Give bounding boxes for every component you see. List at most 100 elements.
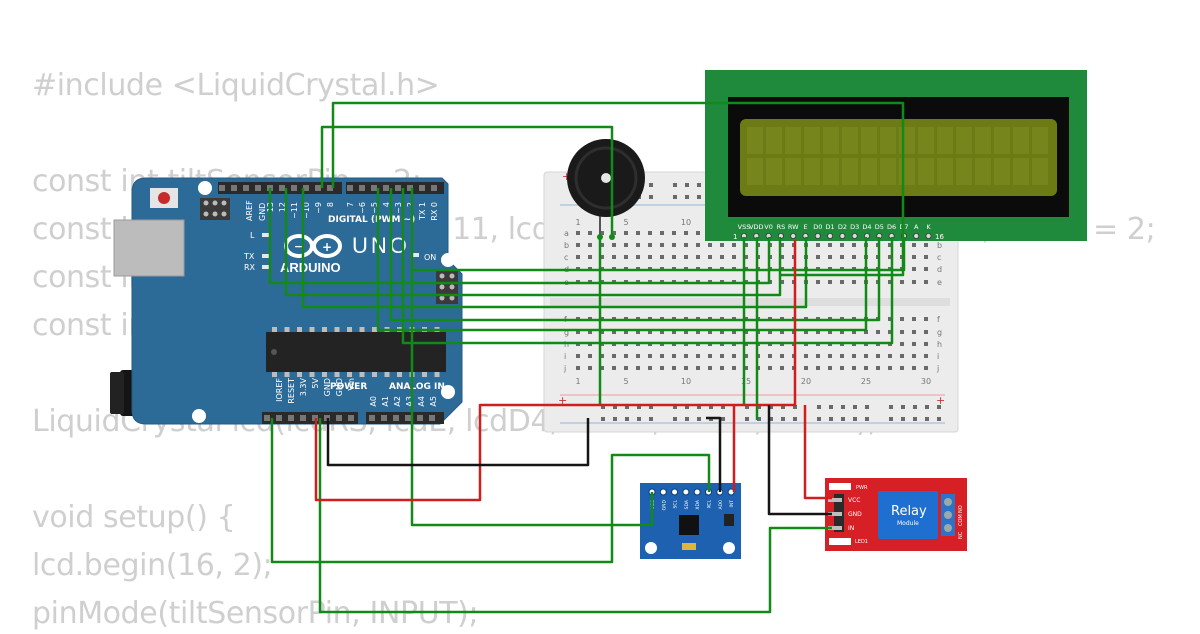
breadboard-hole xyxy=(648,354,652,358)
breadboard-hole xyxy=(600,330,604,334)
breadboard-hole xyxy=(600,243,604,247)
breadboard-hole xyxy=(696,231,700,235)
rail-hole xyxy=(865,417,869,421)
analog-pin-label: A5 xyxy=(429,396,438,407)
breadboard-hole xyxy=(588,255,592,259)
row-letter: a xyxy=(564,229,569,238)
header-hole xyxy=(291,185,297,191)
rail-hole xyxy=(913,405,917,409)
breadboard-hole xyxy=(888,366,892,370)
lcd-character-cells xyxy=(747,127,1048,185)
mpu-pin xyxy=(682,488,690,496)
chip-leg xyxy=(334,372,340,377)
lcd-cell xyxy=(937,127,953,154)
digital-pin-label: 4 xyxy=(382,202,391,207)
rail-hole xyxy=(745,405,749,409)
breadboard-hole xyxy=(588,231,592,235)
relay-pin-label: IN xyxy=(848,525,854,532)
breadboard-hole xyxy=(828,243,832,247)
breadboard-hole xyxy=(660,366,664,370)
col-number: 30 xyxy=(921,377,931,386)
header-hole xyxy=(419,185,425,191)
breadboard-hole xyxy=(684,354,688,358)
buzzer xyxy=(567,139,645,237)
relay-pin-label: VCC xyxy=(848,497,860,504)
chip-leg xyxy=(322,372,327,377)
lcd-pin xyxy=(827,232,834,239)
breadboard-hole xyxy=(600,231,604,235)
lcd-cell xyxy=(785,158,801,185)
lcd-cell xyxy=(804,127,820,154)
aref-label: AREF xyxy=(245,200,254,221)
mpu-pin xyxy=(659,488,667,496)
lcd-pin-label: D1 xyxy=(826,223,835,231)
relay-pwr-led xyxy=(829,483,851,490)
rail-hole xyxy=(601,417,605,421)
wire-pin13 xyxy=(268,188,771,285)
code-line: void setup() { xyxy=(32,500,236,535)
breadboard-hole xyxy=(696,243,700,247)
lcd-cell xyxy=(766,127,782,154)
lcd-cell xyxy=(956,158,972,185)
col-number: 1 xyxy=(575,377,580,386)
wire-pin9-buzzer xyxy=(320,125,614,237)
lcd-cell xyxy=(975,127,991,154)
breadboard-center-channel xyxy=(550,298,950,306)
rail-hole xyxy=(673,195,677,199)
rail-plus-bottom: + xyxy=(558,394,567,407)
breadboard-hole xyxy=(912,267,916,271)
breadboard-hole xyxy=(600,354,604,358)
digital-pin-label: ~3 xyxy=(394,202,403,214)
breadboard-hole xyxy=(684,243,688,247)
rail-hole xyxy=(697,417,701,421)
breadboard-hole xyxy=(732,354,736,358)
mpu-hole-2 xyxy=(723,542,735,554)
breadboard-hole xyxy=(732,243,736,247)
breadboard-hole xyxy=(708,255,712,259)
rail-hole xyxy=(769,405,773,409)
buzzer-hole xyxy=(601,173,611,183)
rail-hole xyxy=(817,405,821,409)
reset-button[interactable] xyxy=(158,192,170,204)
header-hole xyxy=(243,185,249,191)
led-rx-label: RX xyxy=(244,263,256,272)
lcd-pin-label: VSS xyxy=(738,223,751,231)
header-hole xyxy=(279,185,285,191)
header-hole xyxy=(348,415,354,421)
relay-led-label: LED1 xyxy=(855,539,868,545)
rail-hole xyxy=(829,417,833,421)
wires xyxy=(268,101,906,614)
header-hole xyxy=(431,185,437,191)
chip-leg xyxy=(309,327,315,332)
breadboard-hole xyxy=(900,366,904,370)
breadboard-hole xyxy=(588,366,592,370)
power-pin-label: Vin xyxy=(347,378,356,391)
rail-hole xyxy=(649,405,653,409)
breadboard-hole xyxy=(672,231,676,235)
rail-hole xyxy=(637,405,641,409)
breadboard-hole xyxy=(780,354,784,358)
analog-pin-label: A0 xyxy=(369,396,378,407)
rail-hole xyxy=(721,405,725,409)
rail-hole xyxy=(697,183,701,187)
led-tx-label: TX xyxy=(243,252,255,261)
rail-hole xyxy=(829,405,833,409)
rail-hole xyxy=(745,417,749,421)
chip-leg xyxy=(297,327,302,332)
breadboard-hole xyxy=(840,280,844,284)
rail-hole xyxy=(625,417,629,421)
breadboard-hole xyxy=(816,330,820,334)
breadboard-hole xyxy=(636,366,640,370)
col-number: 25 xyxy=(861,377,871,386)
lcd-pin-first: 1 xyxy=(733,233,737,241)
lcd-cell xyxy=(842,158,858,185)
breadboard-hole xyxy=(576,354,580,358)
breadboard-hole xyxy=(876,354,880,358)
breadboard-hole xyxy=(816,255,820,259)
breadboard-hole xyxy=(684,366,688,370)
breadboard-hole xyxy=(624,330,628,334)
led-rx xyxy=(262,265,269,269)
chip-leg xyxy=(297,372,302,377)
